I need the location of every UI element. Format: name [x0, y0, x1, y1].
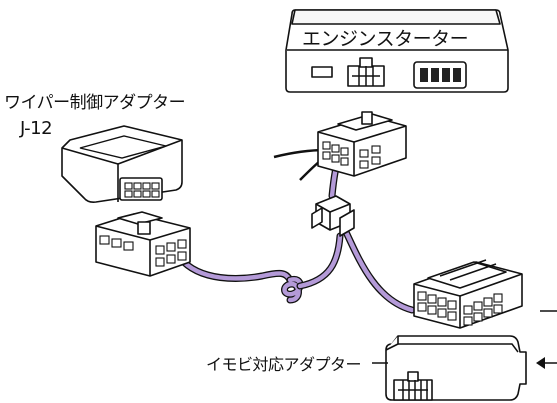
arrow-left-icon — [536, 357, 557, 369]
wiper-adapter-code-label: J-12 — [20, 118, 53, 139]
starter-port-middle — [347, 57, 385, 87]
wiper-adapter-label: ワイパー制御アダプター — [4, 93, 186, 113]
wiper-adapter-port — [119, 177, 163, 201]
harness-cables — [176, 148, 416, 314]
harness-connector-left — [95, 211, 191, 277]
harness-connector-top — [317, 111, 407, 177]
immobilizer-port — [393, 371, 433, 401]
engine-starter-unit — [285, 9, 509, 93]
wiper-adapter-unit — [61, 125, 183, 203]
starter-port-right — [413, 61, 467, 89]
harness-connector-right — [413, 259, 523, 329]
engine-starter-label: エンジンスターター — [302, 28, 469, 50]
immobilizer-adapter-label: イモビ対応アダプター — [206, 351, 362, 375]
immobilizer-adapter-unit — [385, 335, 527, 401]
harness-splitter — [311, 195, 355, 237]
